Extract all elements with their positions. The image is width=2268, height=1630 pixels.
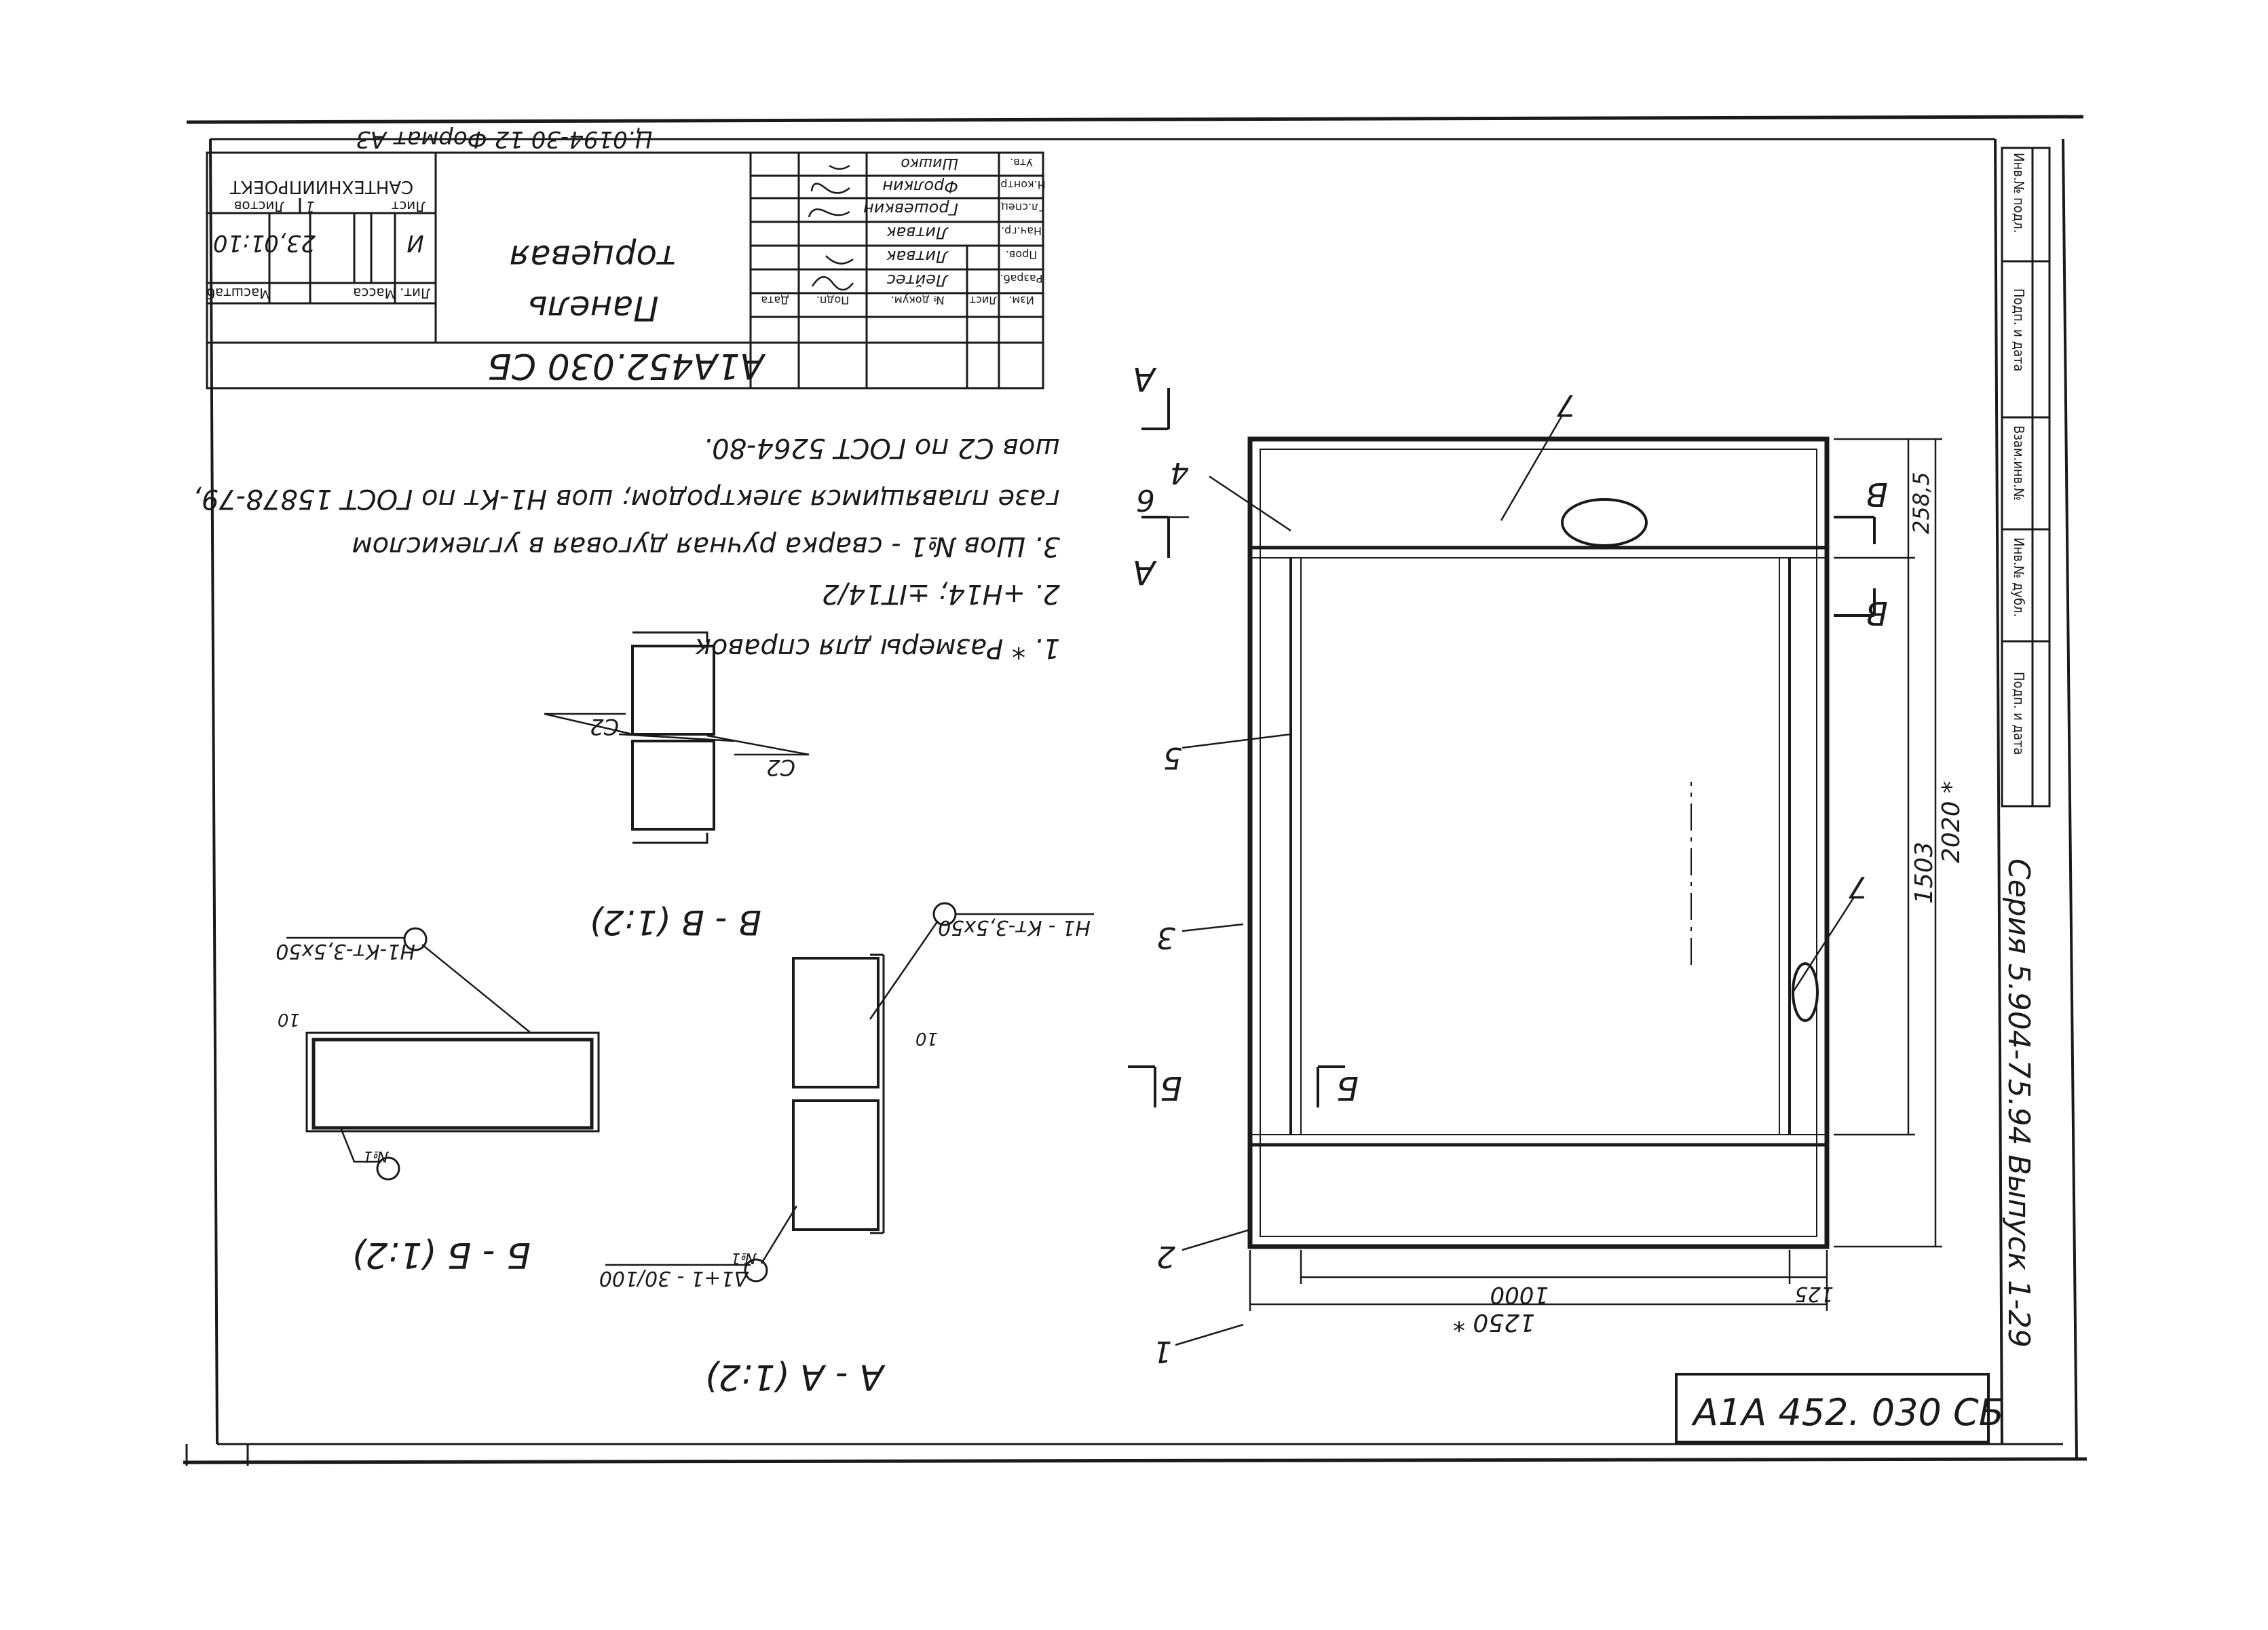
section-bb: Н1-Кт-3,5х50 №1 10 Б - Б (1:2) [276, 927, 600, 1275]
lit-value: И [407, 229, 423, 257]
person-3: Грошевкин [863, 200, 958, 219]
aa-weld-num: №1 [731, 1249, 757, 1266]
role-3: Гл.спец. [998, 201, 1045, 214]
scale-label: Масштаб [206, 285, 271, 301]
notes-block: 1. * Размеры для справок 2. +H14; ±IT14/… [193, 432, 1060, 664]
main-view [1247, 436, 1830, 1249]
callout-7-top: 7 [1557, 387, 1576, 422]
mark-a-top: А [1133, 360, 1157, 398]
org-name: САНТЕХНИИПРОЕКТ [230, 176, 414, 197]
dim-height-inner: 1503 [1910, 841, 1938, 904]
mark-v-bottom: В [1866, 594, 1888, 632]
person-0: Лейтес [887, 271, 949, 290]
rev-header-date: Дата [761, 294, 789, 307]
callout-3: 3 [1156, 920, 1175, 955]
aa-weld-top: Н1 - Кт-3,5х50 [938, 915, 1091, 939]
mark-b-right: Б [1160, 1069, 1182, 1107]
rev-header-list: Лист [970, 294, 998, 307]
side-stamp: Инв.№ подл. Подп. и дата Взам.инв.№ Инв.… [2001, 147, 2051, 808]
stamp-podp-2: Подп. и дата [2011, 672, 2027, 755]
aa-dim: 10 [915, 1028, 938, 1048]
sheet-frame [183, 115, 2087, 1466]
mass-value: 23,0 [264, 229, 316, 257]
lit-label: Лит. [400, 285, 431, 301]
foam-patch-top [1561, 498, 1648, 547]
vv-weld-left: С2 [766, 755, 795, 780]
rev-header-izm: Изм. [1008, 294, 1034, 307]
section-aa-title: А - А (1:2) [704, 1357, 886, 1397]
drawing-name-line2: торцевая [510, 238, 677, 277]
dim-top-band: 258,5 [1908, 472, 1934, 534]
drawing-name-line1: Панель [527, 288, 658, 328]
sheets-label: Листов [234, 198, 285, 214]
section-aa: Δ1+1 - 30/100 №1 Н1 - Кт-3,5х50 10 А - А… [599, 902, 1094, 1397]
vv-weld-right: С2 [590, 714, 619, 740]
note-3: 3. Шов №1 - сварка ручная дуговая в угле… [352, 531, 1060, 562]
sheet-label: Лист [391, 198, 426, 214]
bb-weld-top: Н1-Кт-3,5х50 [276, 939, 415, 963]
designation: А1А452.030 СБ [487, 345, 766, 386]
note-4: газе плавящимся электродом; шов Н1-Кт по… [193, 483, 1060, 514]
dim-width-inner: 1000 [1490, 1281, 1549, 1308]
dim-height-total: 2020 * [1938, 781, 1965, 863]
designation-bottom-text: А1А 452. 030 СБ [1691, 1391, 2004, 1434]
scale-value: 1:10 [213, 229, 265, 257]
dim-width-total: 1250 * [1453, 1308, 1535, 1336]
mark-v-top: В [1866, 475, 1888, 513]
people-list: Лейтес Литвак Литвак Грошевкин Фролкин Ш… [863, 155, 958, 290]
bottom-designation: А1А 452. 030 СБ [1675, 1373, 2004, 1443]
role-4: Н.контр. [997, 178, 1046, 191]
signatures [808, 164, 854, 291]
stamp-inv-dubl: Инв.№ дубл. [2011, 537, 2027, 617]
callout-7-side: 7 [1849, 869, 1868, 904]
person-5: Шишко [901, 155, 958, 172]
revision-headers: Изм. Лист № докум. Подп. Дата [761, 294, 1034, 307]
callout-1: 1 [1153, 1334, 1172, 1369]
main-dimensions [1249, 438, 1942, 1311]
role-0: Разраб. [1000, 272, 1043, 285]
callout-2: 2 [1156, 1239, 1175, 1274]
rev-header-sign: Подп. [816, 294, 849, 307]
stamp-vzam: Взам.инв.№ [2011, 425, 2027, 501]
callout-4: 4 [1170, 455, 1189, 490]
role-1: Пров. [1006, 248, 1038, 261]
format-note: Ц.0194-30 12 Формат А3 [356, 126, 653, 153]
dim-side-gap: 125 [1795, 1282, 1834, 1306]
callout-6: 6 [1136, 482, 1155, 517]
section-vv-title: В - В (1:2) [589, 903, 761, 942]
note-5: шов С2 по ГОСТ 5264-80. [704, 432, 1061, 463]
aa-weld-bottom: Δ1+1 - 30/100 [599, 1266, 749, 1290]
person-1: Литвак [886, 247, 949, 266]
series-label: Серия 5.904-75.94 Выпуск 1-29 [2001, 858, 2036, 1348]
title-block [206, 151, 1044, 390]
bb-weld-num: №1 [363, 1148, 389, 1164]
section-vv: С2 С2 В - В (1:2) [544, 631, 810, 942]
note-1: 1. * Размеры для справок [695, 632, 1060, 664]
stamp-podp-1: Подп. и дата [2011, 288, 2027, 372]
mark-a-bottom: А [1133, 553, 1157, 591]
role-5: Утв. [1010, 156, 1033, 169]
section-bb-title: Б - Б (1:2) [352, 1234, 531, 1275]
mass-label: Масса [353, 285, 396, 301]
sheets-value: 1 [305, 197, 315, 214]
stamp-inv-podl: Инв.№ подл. [2011, 153, 2027, 233]
callout-leaders [1141, 415, 1855, 1346]
note-2: 2. +H14; ±IT14/2 [822, 578, 1060, 609]
person-2: Литвак [886, 223, 949, 242]
person-4: Фролкин [882, 177, 958, 196]
callout-5: 5 [1163, 740, 1182, 775]
roles-list: Разраб. Пров. Нач.гр. Гл.спец. Н.контр. … [997, 156, 1046, 285]
role-2: Нач.гр. [1001, 225, 1042, 238]
bb-dim: 10 [278, 1009, 300, 1029]
rev-header-doc: № докум. [891, 294, 945, 307]
mark-b-left: Б [1336, 1069, 1359, 1107]
